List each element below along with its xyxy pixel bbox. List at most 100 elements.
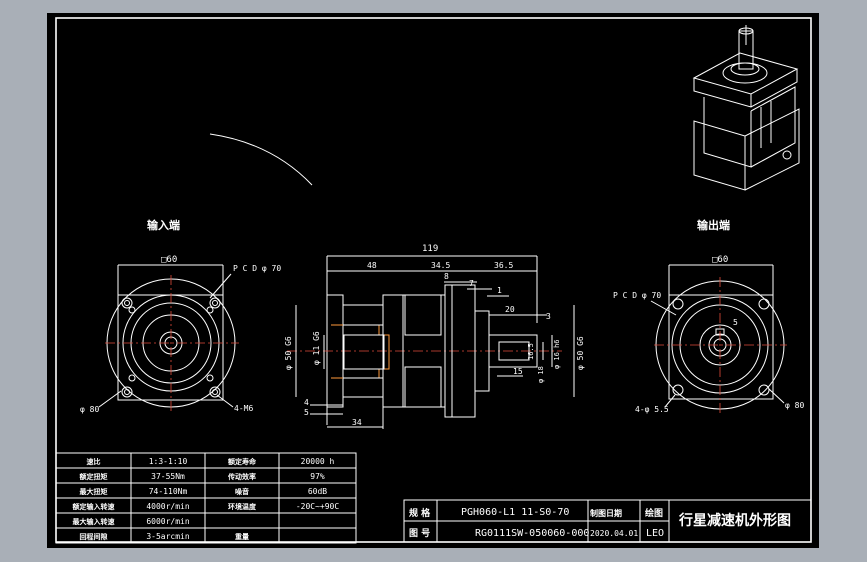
spec-label: 噪音 (235, 487, 249, 496)
spec-label: 回程间隙 (80, 532, 108, 541)
spec-label: 传动效率 (227, 472, 256, 481)
dim-5: 5 (304, 408, 309, 417)
housing-fin-top (404, 294, 442, 336)
dim-34: 34 (352, 418, 362, 427)
mount-hole-inner (124, 389, 130, 395)
spec-table: 速比 1:3-1:10 额定寿命 20000 h 额定扭矩 37-55Nm 传动效率 97% 最… (55, 452, 357, 544)
input-shaft-bore (343, 334, 385, 370)
stray-arc (209, 133, 313, 186)
holes-label-right: 4-φ 5.5 (635, 405, 669, 414)
spec-value: 4000r/min (146, 502, 190, 511)
label-drawer: 绘图 (645, 507, 663, 519)
value-code: RG0111SW-050060-000 (475, 528, 589, 539)
mount-hole (209, 297, 221, 309)
pcd-label: P C D φ 70 (233, 264, 281, 273)
section-view: 119 48 34.5 36.5 8 7 1 (284, 244, 585, 429)
spec-value: 1:3-1:10 (149, 457, 188, 466)
iso-bottom-right (744, 108, 800, 191)
mount-hole (209, 386, 221, 398)
dim-345: 34.5 (431, 261, 450, 270)
input-bore-section (331, 324, 390, 379)
square-dim-label-right: □60 (712, 255, 728, 265)
spec-label: 额定输入转速 (72, 502, 115, 511)
spec-label: 最大扭矩 (80, 487, 108, 496)
leader-line (664, 394, 676, 408)
label-code: 图 号 (409, 528, 430, 539)
iso-body-right (750, 86, 796, 168)
spec-label: 速比 (87, 457, 101, 466)
value-drawer: LEO (646, 528, 664, 539)
spec-value: 60dB (308, 487, 327, 496)
dia80-label-right: φ 80 (785, 401, 804, 410)
dim-total: 119 (422, 244, 438, 254)
dim-15: 15 (513, 367, 523, 376)
mount-hole (128, 374, 136, 382)
spec-value: 97% (310, 472, 325, 481)
spec-label: 额定扭矩 (79, 472, 108, 481)
output-shaft (488, 334, 538, 368)
square-dim-label: □60 (161, 255, 177, 265)
mount-hole-inner (212, 300, 218, 306)
drawing-title: 行星减速机外形图 (678, 512, 791, 529)
mount-hole (758, 298, 770, 310)
spec-label: 额定寿命 (227, 457, 257, 466)
iso-top-flange (692, 52, 799, 95)
phi16: φ 16 h6 (553, 339, 561, 369)
key-dim: 5 (733, 318, 738, 327)
leader-line (209, 273, 232, 299)
square-flange (668, 294, 774, 400)
title-block: 规 格 PGH060-L1 11-S0-70 制图日期 绘图 图 号 RG011… (403, 499, 812, 543)
spec-value: 6000r/min (146, 517, 190, 526)
leader-line (650, 300, 677, 316)
dim-165: 16.5 (527, 343, 535, 360)
dim-4: 4 (304, 398, 309, 407)
output-end-view: 输出端 □60 P C D φ 70 5 (613, 218, 804, 414)
mount-hole (672, 384, 684, 396)
value-spec: PGH060-L1 11-S0-70 (461, 507, 569, 518)
dim-7: 7 (469, 279, 474, 288)
dim-20: 20 (505, 305, 515, 314)
mount-hole (121, 297, 133, 309)
phi11: φ 11 G6 (312, 331, 321, 365)
phi18: φ 18 (537, 366, 545, 383)
input-end-label: 输入端 (147, 218, 180, 232)
spec-value: 74-110Nm (149, 487, 188, 496)
spec-label: 重量 (235, 532, 249, 541)
holes-label: 4-M6 (234, 404, 253, 413)
value-date: 2020.04.01 (590, 529, 638, 538)
dia80-label: φ 80 (80, 405, 99, 414)
spec-label: 最大输入转速 (73, 517, 115, 526)
dim-365: 36.5 (494, 261, 513, 270)
spec-label: 环境温度 (228, 502, 257, 511)
label-draw-date: 制图日期 (590, 508, 622, 518)
dim-8: 8 (444, 272, 449, 281)
isometric-view (692, 25, 800, 191)
spec-value: 20000 h (301, 457, 335, 466)
mount-hole (206, 306, 214, 314)
bore-edge (343, 324, 383, 379)
mount-hole (121, 386, 133, 398)
phi50-right: φ 50 G6 (576, 336, 585, 370)
drawing-canvas: 输入端 □60 P C D φ 70 (55, 17, 812, 544)
iso-boss (722, 62, 768, 84)
dim-48: 48 (367, 261, 377, 270)
leader-line (768, 388, 785, 404)
dim-3: 3 (546, 312, 551, 321)
phi50-left: φ 50 G6 (284, 336, 293, 370)
leader-line (98, 390, 122, 408)
spec-value: 3-5arcmin (146, 532, 190, 541)
drawing-viewport[interactable]: 输入端 □60 P C D φ 70 (47, 13, 819, 548)
iso-body-left (703, 97, 752, 168)
iso-bottom-left (693, 120, 746, 191)
iso-hole (782, 150, 792, 160)
mount-hole (128, 306, 136, 314)
output-keyway (498, 341, 530, 361)
pcd-label-right: P C D φ 70 (613, 291, 661, 300)
mount-hole-inner (212, 389, 218, 395)
input-end-view: 输入端 □60 P C D φ 70 (80, 218, 281, 414)
spec-value: 37-55Nm (151, 472, 185, 481)
housing-fin-bottom (404, 366, 442, 408)
mount-hole (206, 374, 214, 382)
mount-hole (672, 298, 684, 310)
